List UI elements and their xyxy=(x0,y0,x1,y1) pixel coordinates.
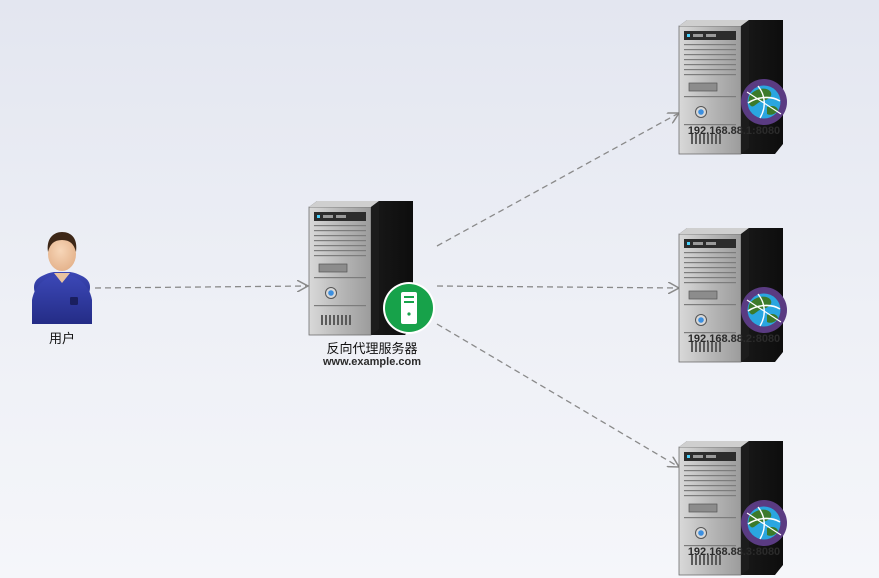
server-icon xyxy=(383,282,435,334)
globe-icon xyxy=(740,78,788,126)
connector-proxy-backend-2 xyxy=(436,286,679,288)
globe-icon xyxy=(740,286,788,334)
connector-user-proxy xyxy=(94,286,308,288)
connector-proxy-backend-1 xyxy=(436,113,679,247)
globe-icon xyxy=(740,499,788,547)
backend-1-label: 192.168.88.1:8080 xyxy=(687,125,781,137)
proxy-domain-label: www.example.com xyxy=(322,356,422,368)
user-icon[interactable] xyxy=(32,232,92,324)
backend-3-label: 192.168.88.3:8080 xyxy=(687,546,781,558)
user-label: 用户 xyxy=(48,331,75,346)
backend-2-label: 192.168.88.2:8080 xyxy=(687,333,781,345)
connector-proxy-backend-3 xyxy=(436,323,679,467)
proxy-name-label: 反向代理服务器 xyxy=(326,341,418,356)
